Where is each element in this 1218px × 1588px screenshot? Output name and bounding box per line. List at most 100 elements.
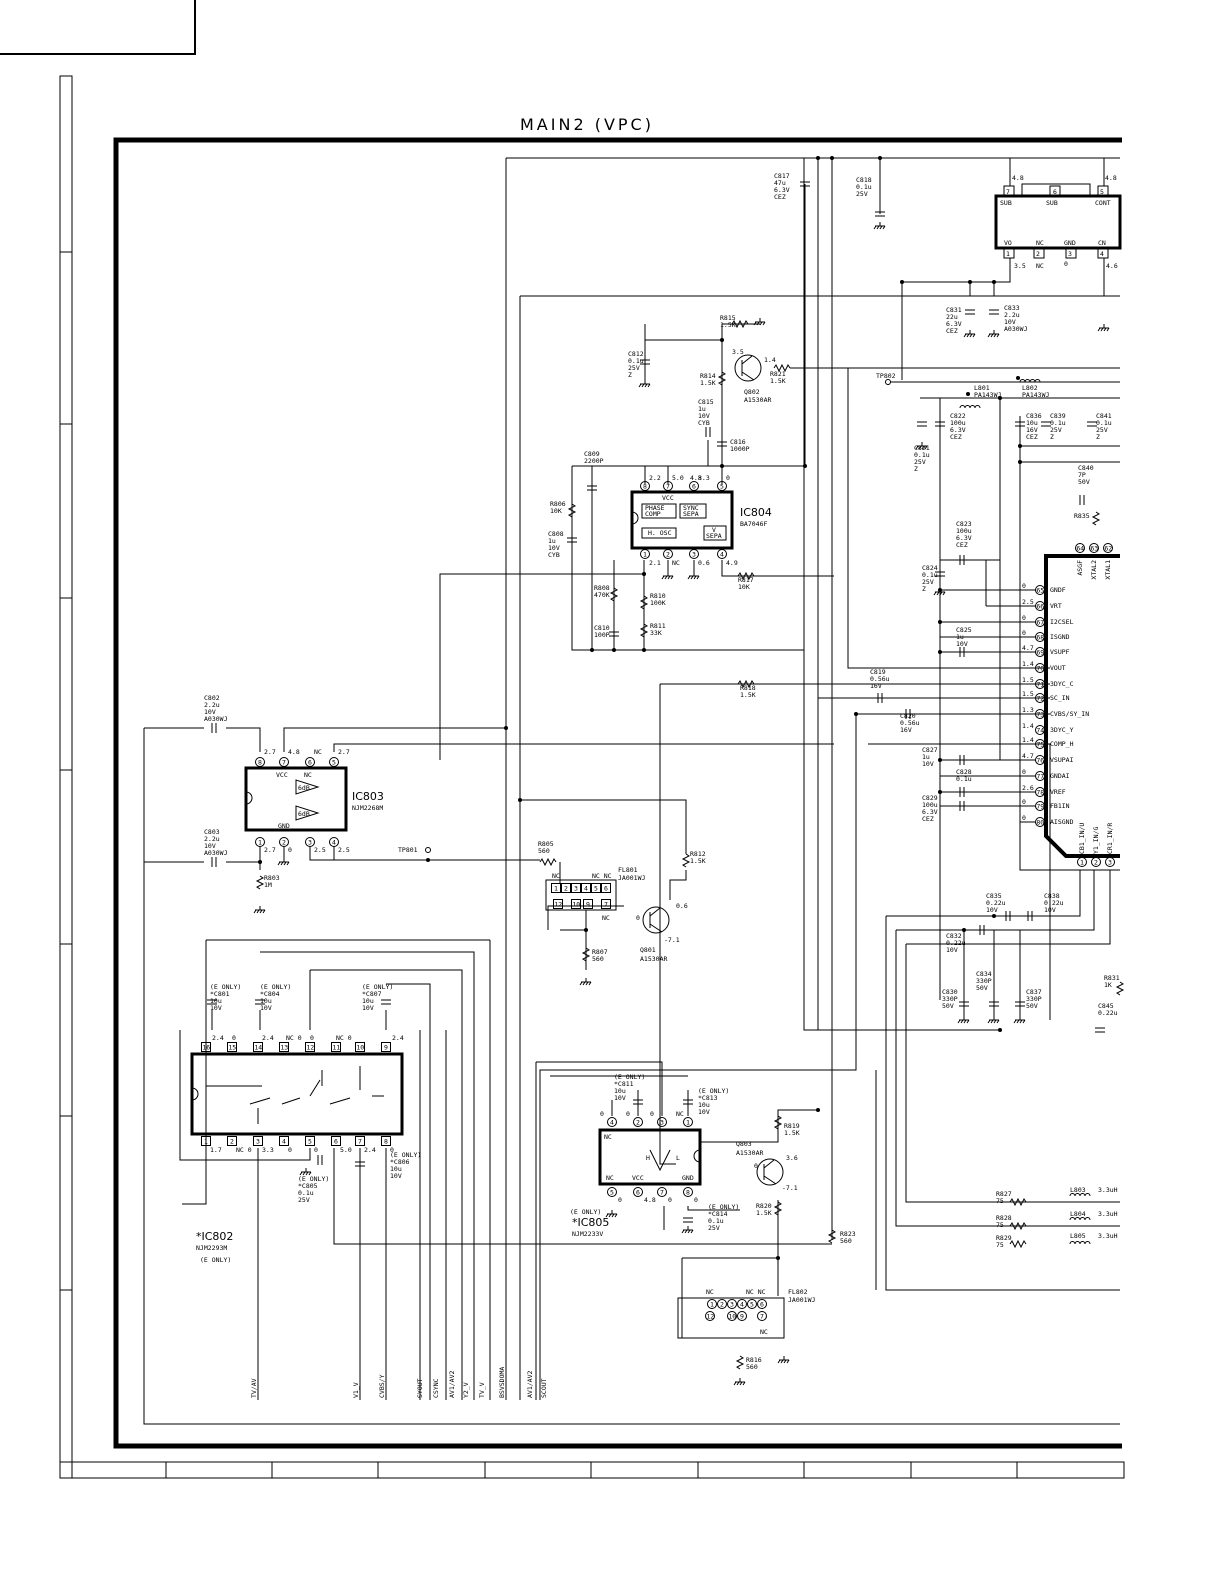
fl801-pin-9-num: 9 [586, 900, 590, 908]
c833-label-1: 2.2u [1004, 311, 1020, 319]
c828-symbol [959, 787, 965, 797]
c812-label-0: C812 [628, 350, 644, 358]
vpc-pin-75-num: 75 [1036, 740, 1044, 748]
e-c814-label-2: 25V [708, 1224, 720, 1232]
r816-value: 560 [746, 1363, 758, 1371]
c841-label-3: Z [1096, 433, 1100, 441]
c819-label-2: 16V [870, 682, 882, 690]
ic804-bot-v-2: 0.6 [698, 559, 710, 567]
fl801-pin-6-num: 6 [604, 884, 608, 892]
fl802-pin-10 [727, 1311, 737, 1321]
ic802-pin-10 [355, 1042, 365, 1052]
c822-label-0: C822 [950, 412, 966, 420]
c834-symbol [989, 1001, 999, 1007]
reg-v5: 0 [1064, 260, 1068, 268]
ic804-top-v-2: 4.8 [690, 474, 702, 482]
r807-value: 560 [592, 955, 604, 963]
c822-label-3: CEZ [950, 433, 962, 441]
ic802-pin-16-num: 16 [202, 1043, 210, 1051]
r811-value: 33K [650, 629, 662, 637]
ic803-pin-5-num: 5 [332, 758, 336, 766]
e-c811-eonly: (E ONLY) [614, 1073, 645, 1081]
vpc-pin-80-name: AISGND [1050, 818, 1074, 826]
ic805: NC VCC GND NC H L *IC805 NJM2233V (E ONL… [570, 1128, 702, 1238]
ic802-bot-v-3: 0 [288, 1146, 292, 1154]
r811-symbol [639, 623, 649, 638]
reg-v6: 4.6 [1106, 262, 1118, 270]
ic804-top-v-3: 3.3 [698, 474, 710, 482]
fl802-pin-9 [737, 1311, 747, 1321]
ic802-top-v-1: 0 [232, 1034, 236, 1042]
ic805-pin-2-num: 2 [636, 1118, 640, 1126]
ic803-part: NJM2268M [352, 804, 383, 812]
l805-symbol [1069, 1241, 1091, 1245]
r828-symbol [1009, 1221, 1027, 1231]
r808-symbol [609, 587, 619, 602]
c803-label-1: 2.2u [204, 835, 220, 843]
ic805-pin-5 [607, 1187, 617, 1197]
ground-icon [753, 318, 766, 326]
e-c804-label-0: *C804 [260, 990, 280, 998]
ic803-pin-2 [279, 837, 289, 847]
c839-label-0: C839 [1050, 412, 1066, 420]
reg-pin-top-1: 7 [1006, 188, 1010, 196]
ic802-pin-5-num: 5 [308, 1137, 312, 1145]
l801-label: L801 [974, 384, 990, 392]
c803-label-0: C803 [204, 828, 220, 836]
ic805-bot-v-0: 0 [618, 1196, 622, 1204]
ic803-pin-8 [255, 757, 265, 767]
fl801-nc-3: NC [602, 914, 610, 922]
fl802-part: JA001WJ [788, 1296, 815, 1304]
ic802-top-v-2: 2.4 [262, 1034, 274, 1042]
c834-label-0: C834 [976, 970, 992, 978]
ic804-pin-7-num: 7 [666, 482, 670, 490]
r806-value: 10K [550, 507, 562, 515]
r821-symbol [773, 363, 791, 373]
e-c813-label-2: 10V [698, 1108, 710, 1116]
ic805-top-v-3: NC [676, 1110, 684, 1118]
vpc-pin-80 [1035, 817, 1045, 827]
l803-value: 3.3uH [1098, 1186, 1118, 1194]
ic802-pin-1 [201, 1136, 211, 1146]
reg-pin-bot-4: 4 [1100, 250, 1104, 258]
ic802-pin-11-num: 11 [332, 1043, 340, 1051]
q802-v2: 1.4 [764, 356, 776, 364]
q801-transistor: Q801 A1530AR 0 0.6 -7.1 [636, 902, 688, 963]
fl801-part: JA001WJ [618, 874, 645, 882]
c829-label-3: CEZ [922, 815, 934, 823]
ic805-pin-3 [657, 1117, 667, 1127]
ic802-pin-9-num: 9 [384, 1043, 388, 1051]
c808-label-0: C808 [548, 530, 564, 538]
r820-symbol [773, 1201, 783, 1216]
reg-pin-bot-3: 3 [1068, 250, 1072, 258]
r835-symbol [1091, 511, 1101, 526]
c838-label-2: 10V [1044, 906, 1056, 914]
vpc-pin-78-name: VREF [1050, 788, 1066, 796]
c803-label-2: 10V [204, 842, 216, 850]
bus-signal-10: SCOUT [540, 1378, 548, 1398]
ic803: 6dB 6dB VCC NC GND IC803 NJM2268M [244, 766, 384, 832]
ic803-pin-1-num: 1 [258, 838, 262, 846]
e-c811-label-0: *C811 [614, 1080, 634, 1088]
vpc-bottom-pin-3-num: 3 [1108, 858, 1112, 866]
ic803-pin-4 [329, 837, 339, 847]
c833-label-2: 10V [1004, 318, 1016, 326]
e-c806-label-0: *C806 [390, 1158, 410, 1166]
c809-label-0: C809 [584, 450, 600, 458]
ic802-bot-v-5: 5.0 [340, 1146, 352, 1154]
c824-label-1: 0.1u [922, 571, 938, 579]
ic802-pin-8 [381, 1136, 391, 1146]
ic802-pin-3 [253, 1136, 263, 1146]
fl802-pin-12 [705, 1311, 715, 1321]
ic802-ref: *IC802 [196, 1230, 233, 1243]
reg-pin-top-2: 6 [1053, 188, 1057, 196]
r805-value: 560 [538, 847, 550, 855]
ic805-pin-6 [633, 1187, 643, 1197]
ic803-pin-3-num: 3 [308, 838, 312, 846]
c803-symbol [211, 857, 217, 867]
r828-value: 75 [996, 1221, 1004, 1229]
reg-pin-top-3: 5 [1100, 188, 1104, 196]
fl802-pin-7-num: 7 [760, 1312, 764, 1320]
ic804-pin-6 [689, 481, 699, 491]
